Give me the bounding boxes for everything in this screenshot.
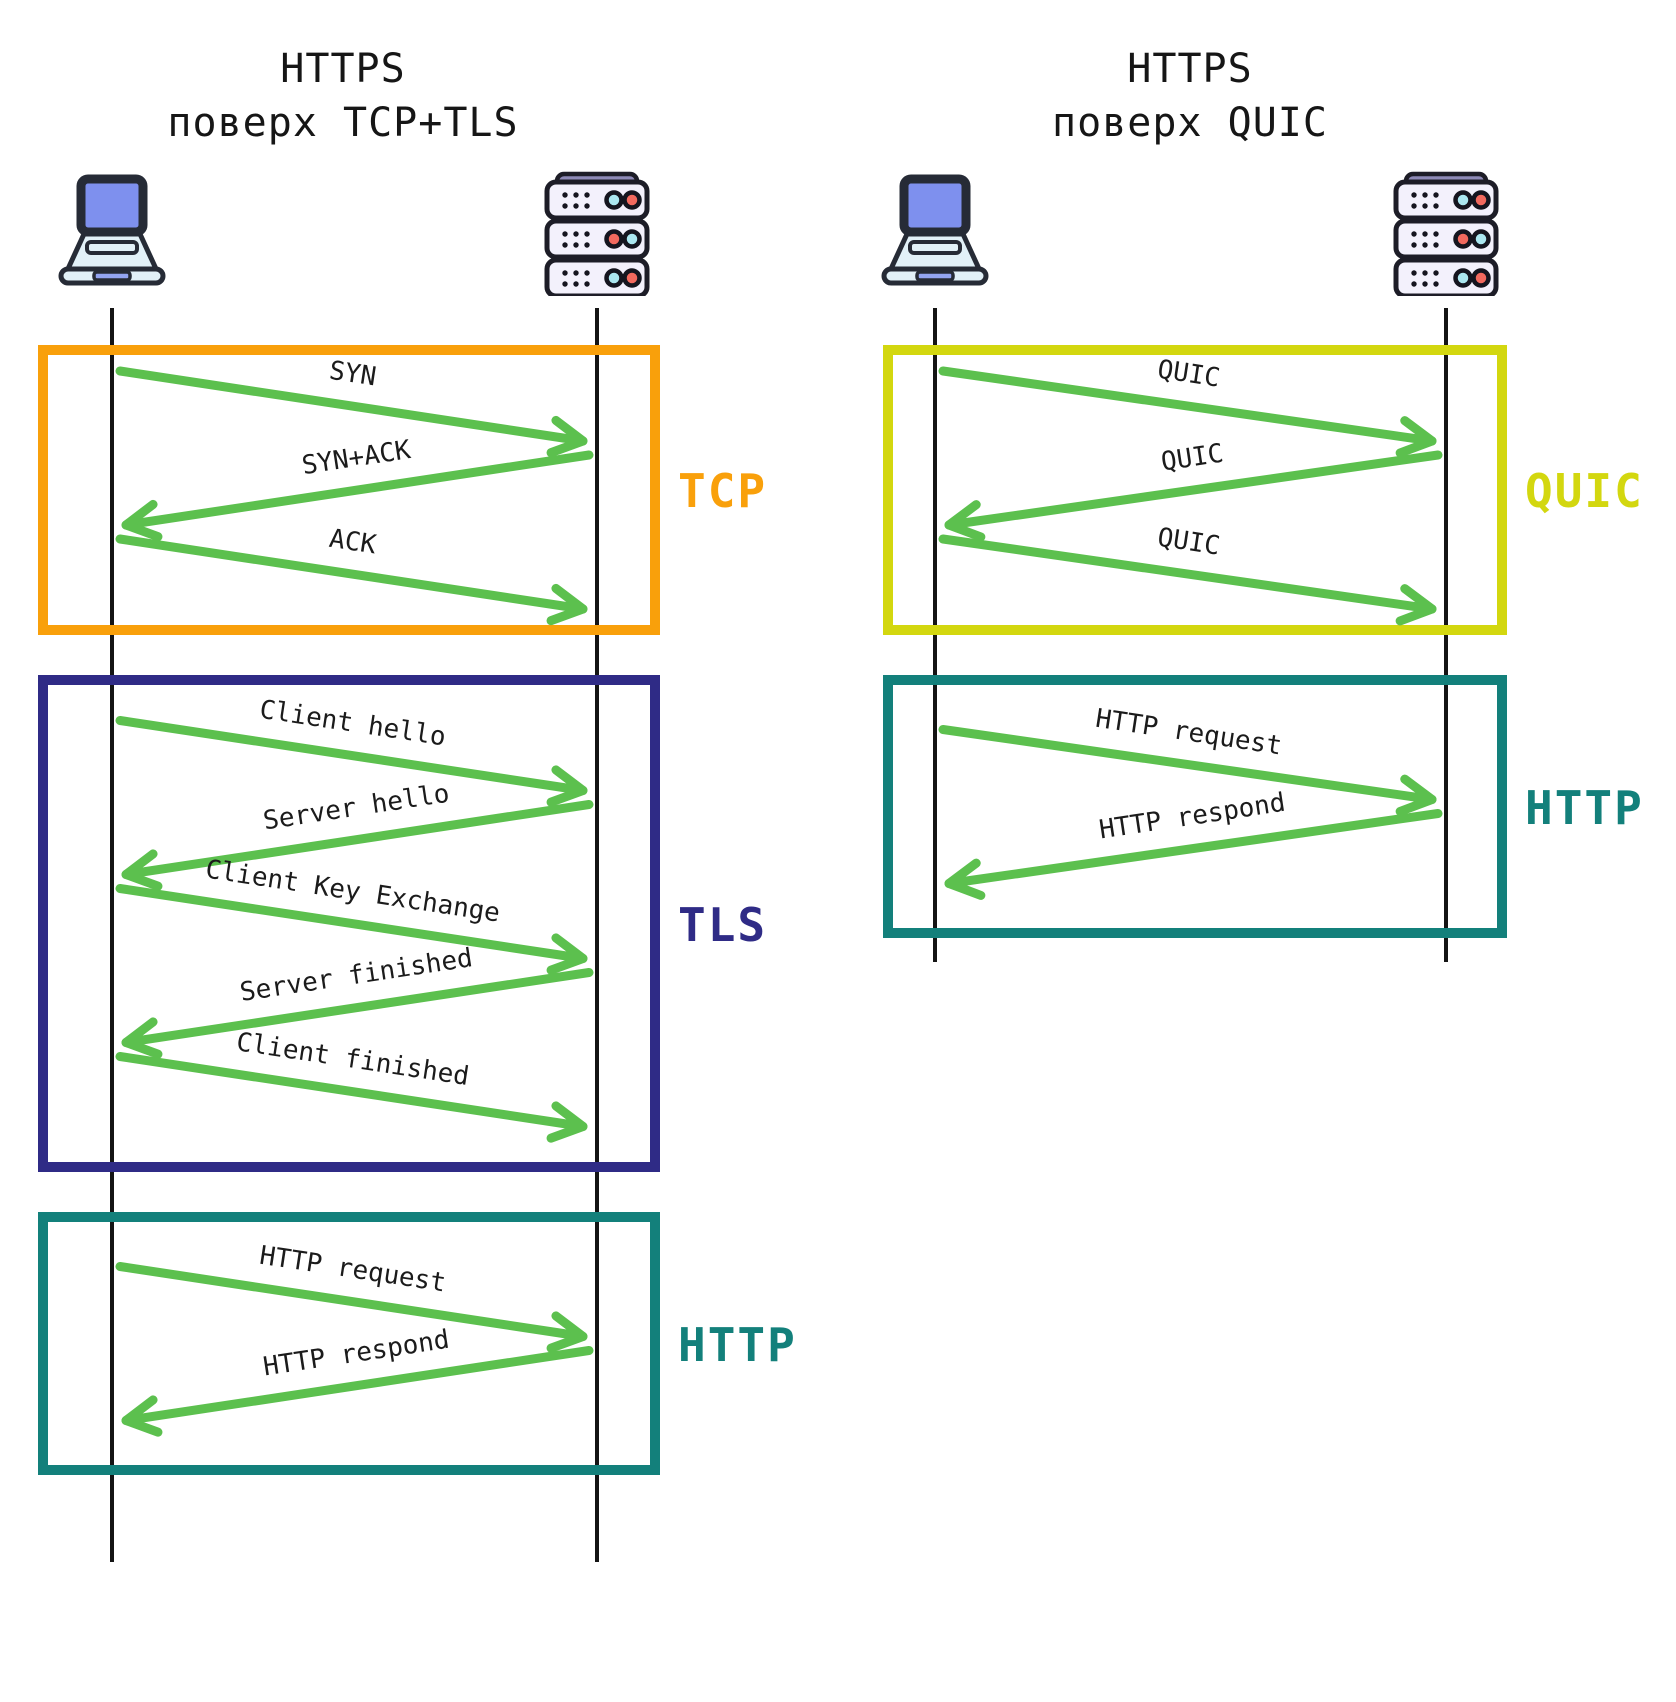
arrowhead-icon bbox=[121, 1017, 163, 1059]
right-title-line2: поверх QUIC bbox=[1052, 100, 1328, 146]
arrowhead-icon bbox=[546, 415, 588, 458]
arrowhead-icon bbox=[546, 1101, 588, 1143]
message-label: QUIC bbox=[1155, 355, 1221, 394]
message-arrow bbox=[938, 366, 1437, 446]
protocol-box-quic bbox=[883, 345, 1507, 635]
message-label: SYN+ACK bbox=[300, 435, 413, 481]
protocol-label-http: HTTP bbox=[1525, 780, 1644, 835]
client-lifeline bbox=[933, 308, 937, 962]
arrowhead-icon bbox=[546, 765, 588, 807]
server-lifeline bbox=[595, 308, 599, 1562]
left-diagram-title: HTTPS поверх TCP+TLS bbox=[93, 42, 593, 150]
message-label: Client Key Exchange bbox=[203, 855, 502, 929]
message-arrow bbox=[121, 968, 594, 1047]
arrowhead-icon bbox=[121, 1395, 163, 1437]
message-arrow bbox=[115, 884, 588, 963]
left-title-line1: HTTPS bbox=[280, 46, 406, 92]
message-arrow bbox=[944, 809, 1443, 888]
left-title-line2: поверх TCP+TLS bbox=[167, 100, 519, 146]
server-lifeline bbox=[1444, 308, 1448, 962]
message-arrow bbox=[115, 716, 588, 795]
protocol-box-tls bbox=[38, 675, 660, 1172]
message-arrow bbox=[121, 800, 594, 879]
message-arrow bbox=[121, 450, 594, 530]
arrowhead-icon bbox=[1395, 584, 1437, 626]
message-arrow bbox=[938, 534, 1437, 614]
arrowhead-icon bbox=[944, 500, 986, 542]
message-arrow bbox=[121, 1346, 594, 1425]
protocol-label-http: HTTP bbox=[678, 1317, 797, 1372]
right-title-line1: HTTPS bbox=[1127, 46, 1253, 92]
message-arrow bbox=[115, 1262, 588, 1341]
message-arrow bbox=[115, 366, 588, 446]
protocol-label-tcp: TCP bbox=[678, 464, 768, 518]
arrowhead-icon bbox=[121, 499, 163, 542]
protocol-label-quic: QUIC bbox=[1525, 464, 1644, 518]
protocol-box-tcp bbox=[38, 345, 660, 635]
protocol-box-http bbox=[38, 1212, 660, 1475]
message-arrow bbox=[944, 450, 1443, 530]
protocol-box-http bbox=[883, 675, 1507, 938]
arrowhead-icon bbox=[121, 849, 163, 891]
message-arrow bbox=[115, 1052, 588, 1131]
message-label: QUIC bbox=[1159, 439, 1225, 478]
protocol-label-tls: TLS bbox=[678, 897, 768, 952]
arrowhead-icon bbox=[944, 858, 986, 900]
message-label: SYN bbox=[327, 356, 378, 393]
message-arrow bbox=[115, 534, 588, 614]
arrowhead-icon bbox=[546, 933, 588, 975]
client-lifeline bbox=[110, 308, 114, 1562]
right-diagram-title: HTTPS поверх QUIC bbox=[940, 42, 1440, 150]
arrowhead-icon bbox=[546, 1311, 588, 1353]
arrowhead-icon bbox=[1395, 416, 1437, 458]
message-label: QUIC bbox=[1155, 523, 1221, 562]
arrowhead-icon bbox=[546, 583, 588, 626]
arrowhead-icon bbox=[1395, 774, 1437, 816]
message-arrow bbox=[938, 725, 1437, 804]
message-label: ACK bbox=[327, 524, 378, 561]
